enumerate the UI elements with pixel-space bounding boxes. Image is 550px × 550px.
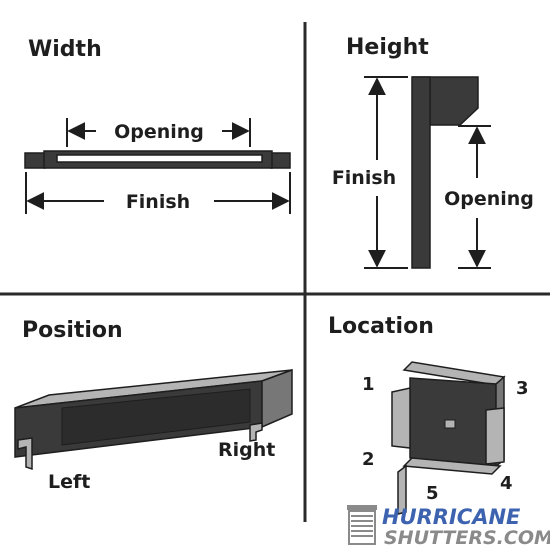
location-panel: Location 1 2 3 4 5 [328, 314, 529, 515]
shutter-icon [347, 505, 377, 545]
width-title: Width [28, 37, 102, 62]
logo-line2: SHUTTERS.COM [384, 527, 550, 549]
logo-line1: HURRICANE [382, 505, 521, 529]
height-finish-label: Finish [332, 167, 396, 189]
width-right-end-block [270, 152, 291, 169]
height-title: Height [346, 35, 429, 60]
location-title: Location [328, 314, 434, 339]
position-panel: Position Left Right [14, 318, 293, 493]
width-left-end-block [24, 152, 46, 169]
height-opening-label: Opening [444, 188, 534, 210]
height-profile-leg [411, 76, 431, 269]
position-left-bracket [17, 437, 33, 471]
location-marker-5: 5 [426, 483, 439, 504]
position-title: Position [22, 318, 123, 343]
location-right-tab [485, 407, 505, 465]
position-box-front-face [61, 388, 251, 446]
location-marker-2: 2 [362, 449, 375, 470]
width-finish-label: Finish [126, 191, 190, 213]
position-box-side [261, 368, 293, 429]
position-right-label: Right [218, 439, 275, 461]
width-opening-label: Opening [114, 121, 204, 143]
width-panel: Width Opening Finish [24, 37, 291, 214]
width-channel-inner [56, 154, 263, 163]
height-panel: Height Finish Opening [332, 35, 534, 269]
position-left-label: Left [48, 471, 90, 493]
location-marker-3: 3 [516, 378, 529, 399]
location-marker-1: 1 [362, 374, 375, 395]
location-marker-4: 4 [500, 473, 513, 494]
position-right-bracket [249, 422, 263, 442]
location-left-tab [391, 387, 411, 449]
location-center-hole [444, 419, 456, 429]
location-bottom-flange [402, 457, 502, 475]
hurricane-shutters-logo: HURRICANE SHUTTERS.COM [347, 505, 550, 549]
location-bottom-leg [397, 464, 407, 515]
